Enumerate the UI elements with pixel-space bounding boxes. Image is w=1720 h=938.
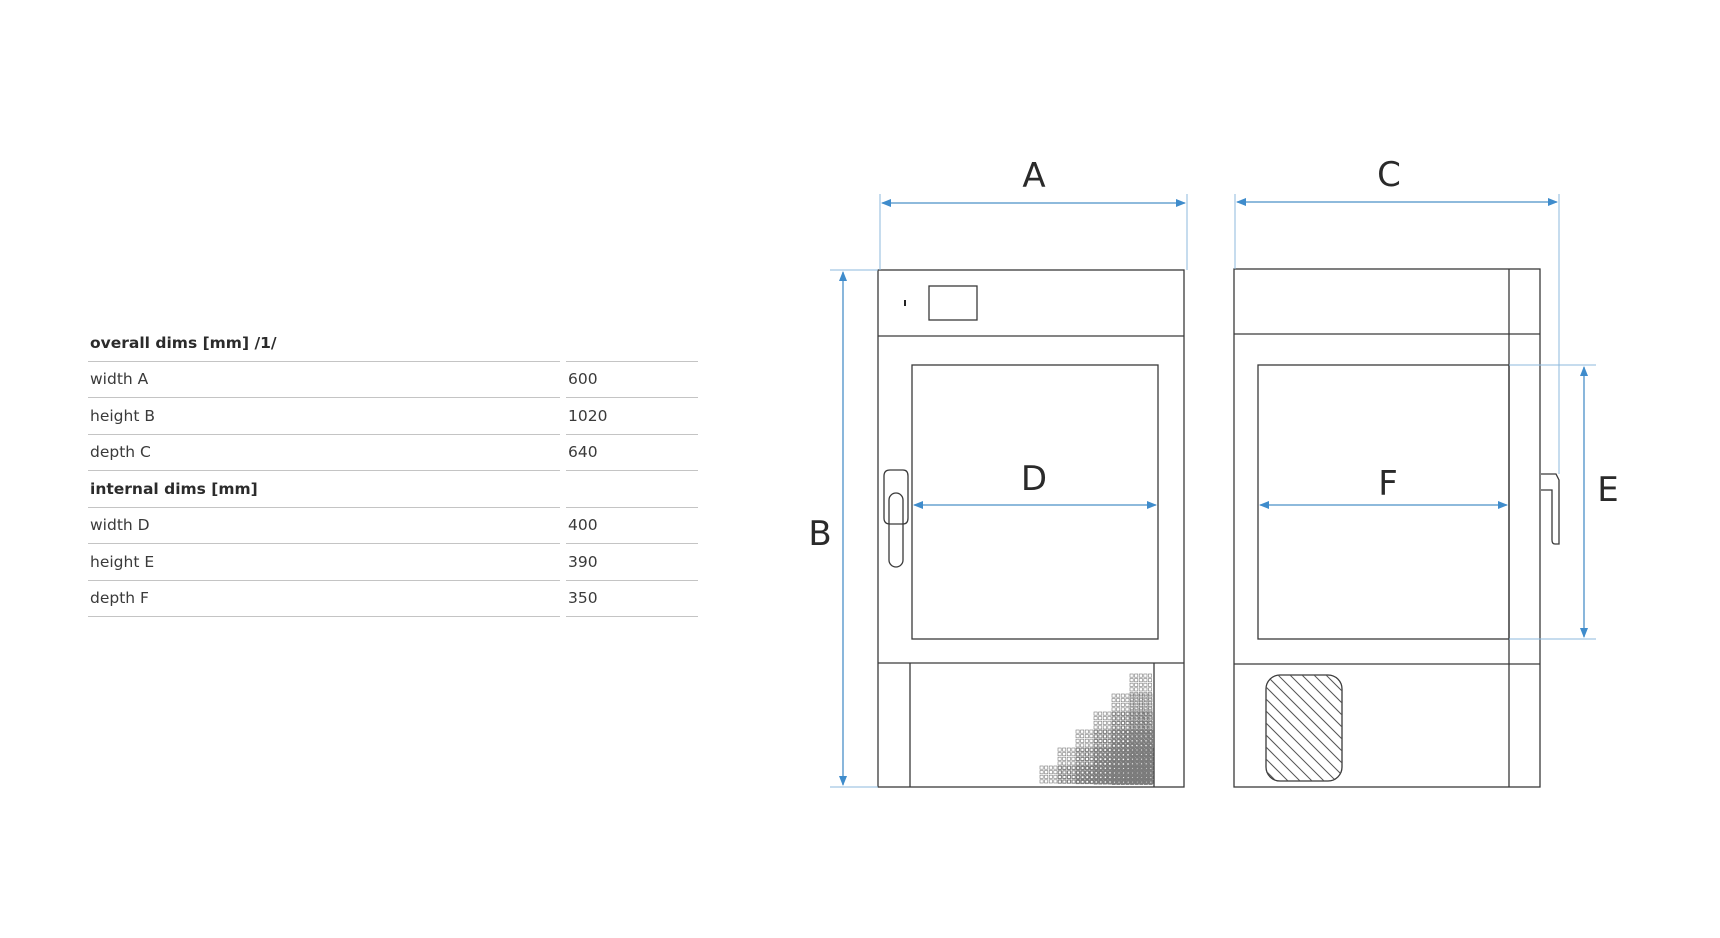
row-label: depth C [88,435,560,471]
power-indicator [904,300,906,306]
row-value: 350 [566,581,698,617]
table-row: depth F 350 [88,581,698,617]
dimension-d-label: D [1021,459,1047,499]
table-row: height E 390 [88,544,698,581]
side-handle-icon [1541,473,1560,545]
table-row: depth C 640 [88,435,698,471]
table-row: width D 400 [88,508,698,544]
front-body-outline [877,269,1185,788]
row-value: 390 [566,544,698,581]
section-title-spacer [566,471,698,508]
table-row: width A 600 [88,362,698,398]
vent-grille-icon [1039,673,1154,785]
dimension-a-label: A [1022,156,1045,196]
section-header-internal: internal dims [mm] [88,471,698,508]
side-vent-panel [1265,674,1343,782]
side-view [1233,268,1560,788]
row-label: height E [88,544,560,581]
row-label: depth F [88,581,560,617]
door-handle-grip [888,492,904,568]
section-title: overall dims [mm] /1/ [88,325,560,362]
side-body-outline [1233,268,1541,788]
dimensions-table: overall dims [mm] /1/ width A 600 height… [88,325,698,617]
door-handle-icon [883,469,909,525]
display-panel [928,285,978,321]
table-row: height B 1020 [88,398,698,435]
vent-hatching-icon [1266,675,1342,781]
dimension-b-label: B [808,514,831,554]
row-value: 400 [566,508,698,544]
row-value: 640 [566,435,698,471]
dimension-f-label: F [1378,464,1398,504]
dimension-lines: A C B D F E [808,155,1619,788]
front-view [877,269,1185,788]
row-value: 600 [566,362,698,398]
row-label: width A [88,362,560,398]
section-title-spacer [566,325,698,362]
section-title: internal dims [mm] [88,471,560,508]
row-label: width D [88,508,560,544]
dimension-c-label: C [1377,155,1401,195]
dimension-e-label: E [1597,470,1618,510]
row-label: height B [88,398,560,435]
front-window [911,364,1159,640]
row-value: 1020 [566,398,698,435]
section-header-overall: overall dims [mm] /1/ [88,325,698,362]
side-window [1257,364,1510,640]
